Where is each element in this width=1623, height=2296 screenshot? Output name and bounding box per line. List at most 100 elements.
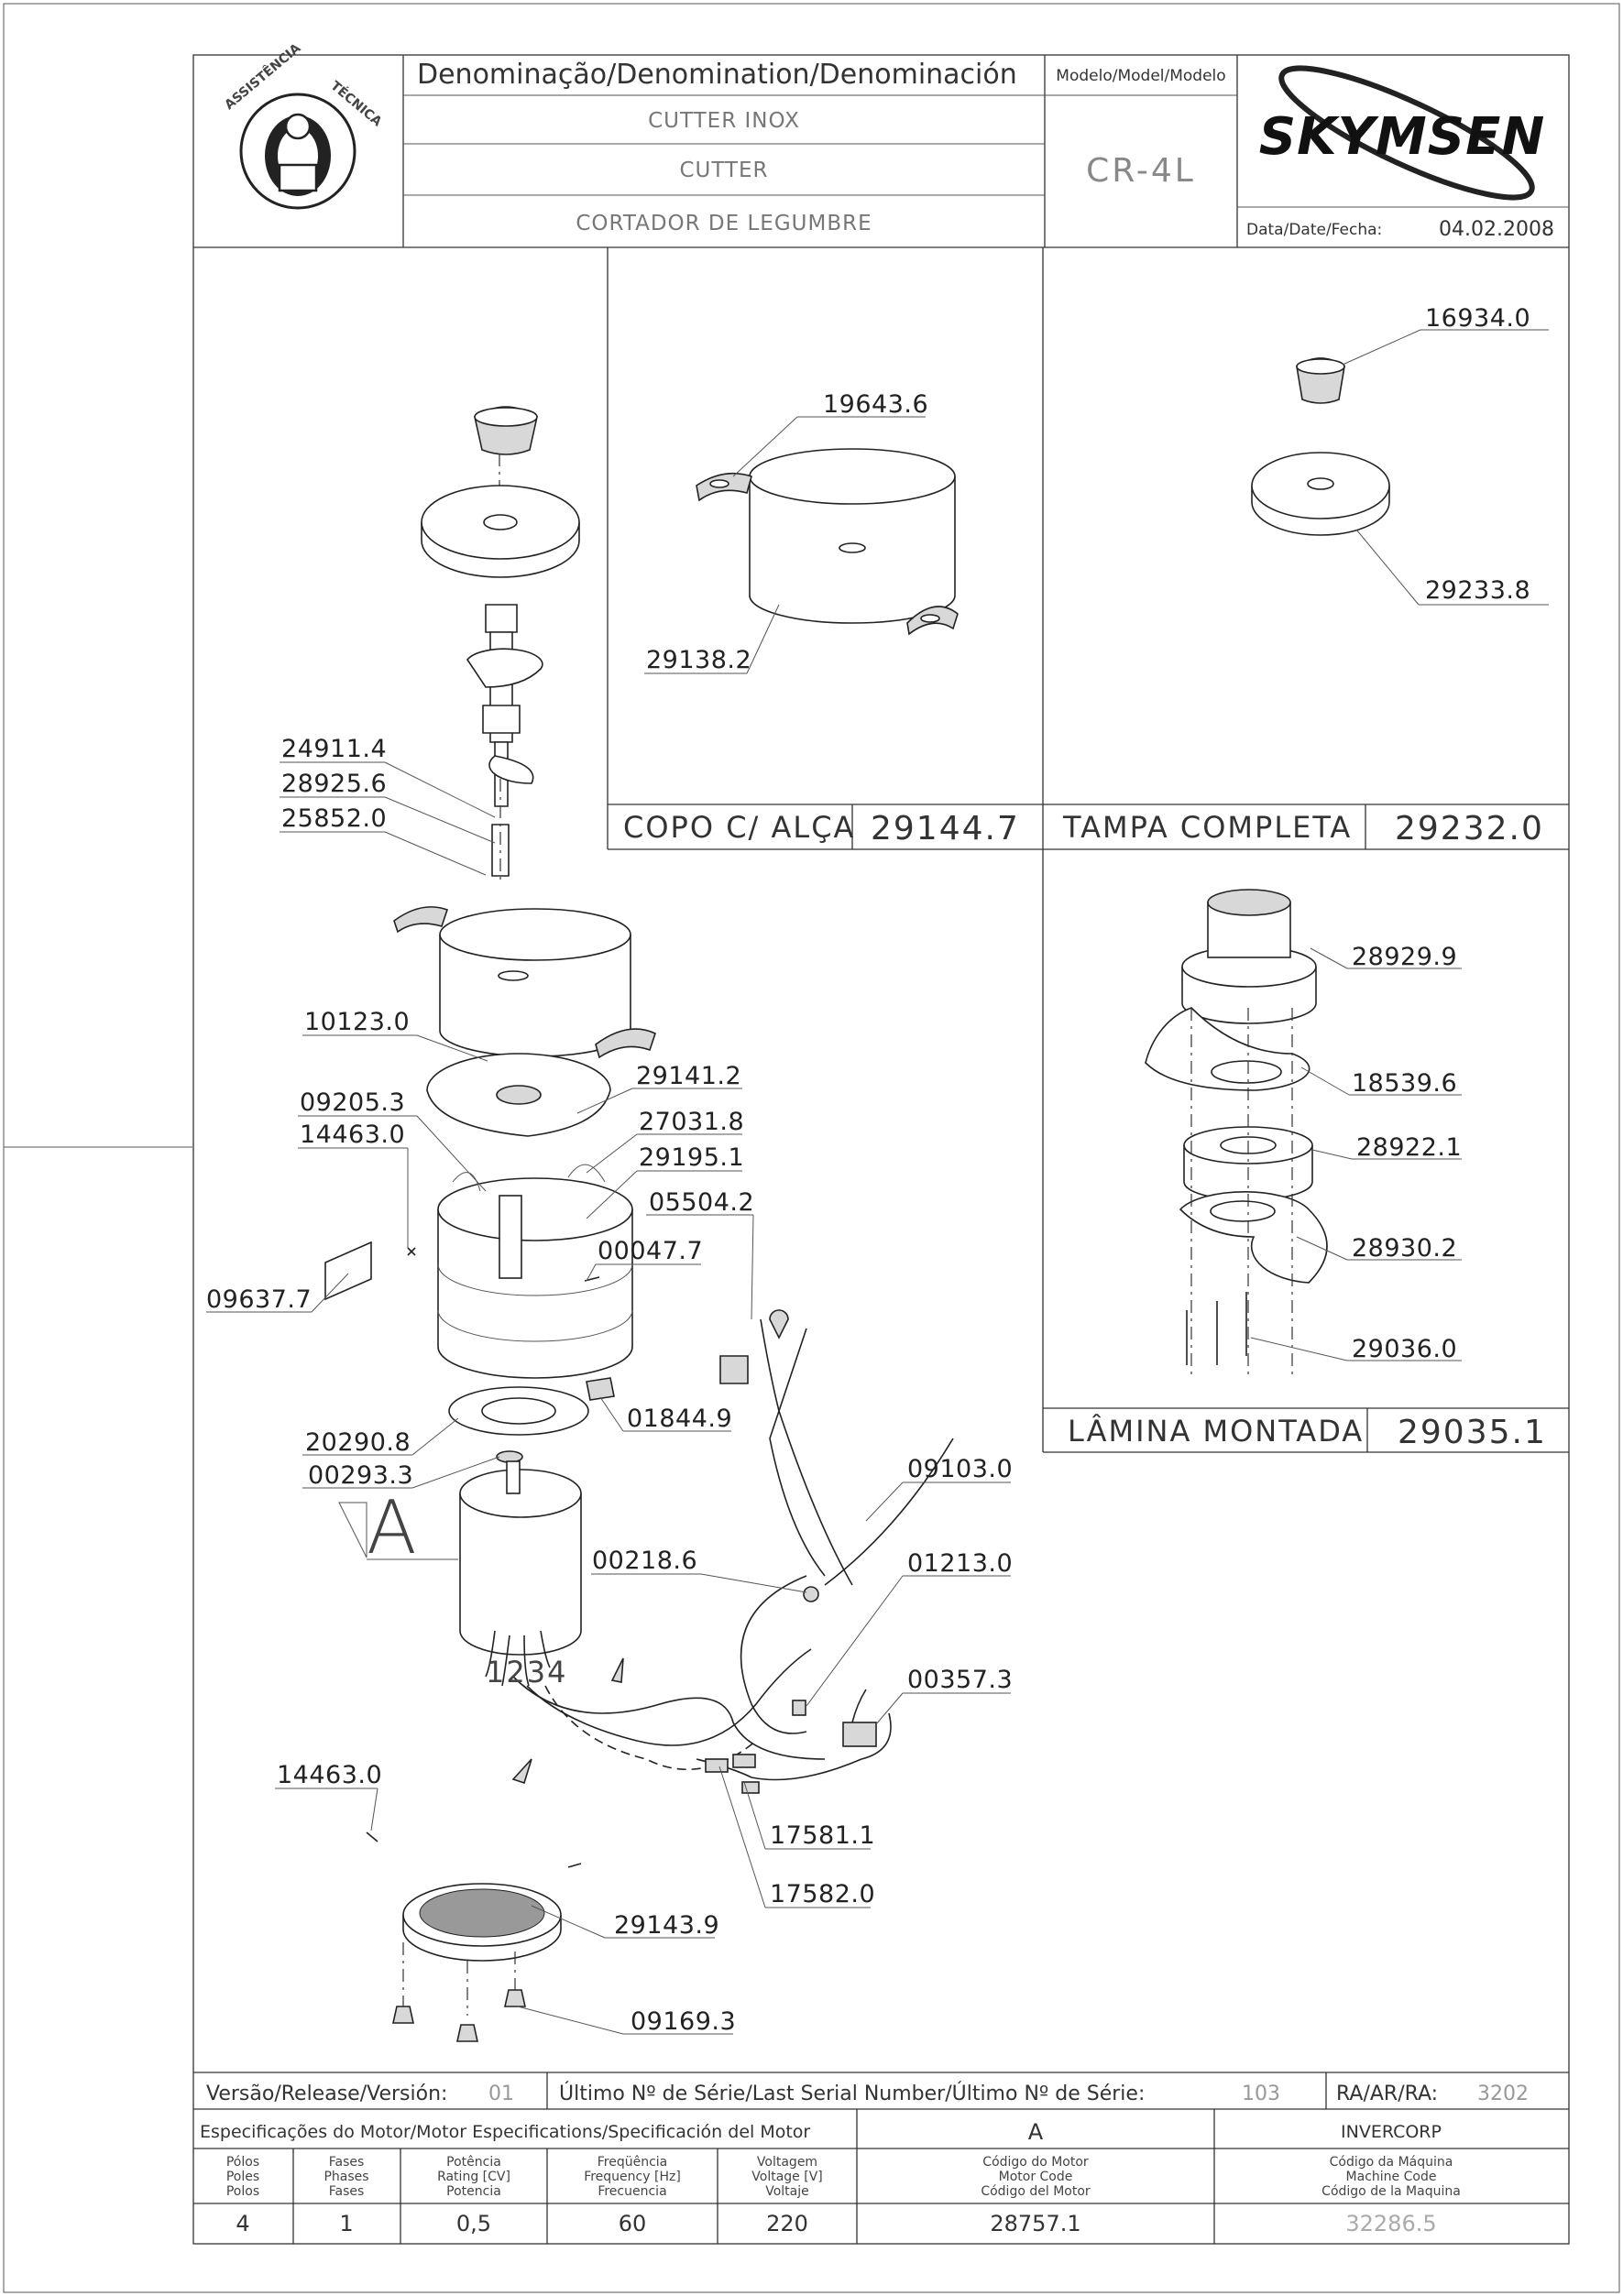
svg-text:Potencia: Potencia (446, 2184, 501, 2199)
part-09637-7: 09637.7 (206, 1285, 312, 1314)
assembly-copo-code: 29144.7 (871, 810, 1020, 847)
copo-drawing (644, 416, 959, 674)
svg-text:ASSISTÊNCIA: ASSISTÊNCIA (222, 40, 304, 113)
rating-value: 0,5 (456, 2211, 491, 2236)
version-value: 01 (488, 2083, 514, 2105)
svg-text:Voltaje: Voltaje (765, 2184, 809, 2199)
svg-text:Código da Máquina: Código da Máquina (1330, 2155, 1453, 2170)
main-exploded-view (206, 406, 1011, 2042)
svg-text:Código del Motor: Código del Motor (981, 2184, 1091, 2199)
part-09103-0: 09103.0 (907, 1455, 1013, 1483)
denomination-en: CUTTER (679, 159, 768, 182)
drawing-frame (192, 54, 1570, 2245)
spec-col-poles: Pólos Poles Polos 4 (226, 2155, 259, 2236)
version-label: Versão/Release/Versión: (206, 2083, 447, 2105)
part-19643-6: 19643.6 (823, 390, 928, 419)
part-25852-0: 25852.0 (281, 804, 387, 833)
denomination-title: Denominação/Denomination/Denominación (417, 59, 1017, 91)
spec-col-motor-code: Código do Motor Motor Code Código del Mo… (981, 2155, 1091, 2236)
part-28929-9: 28929.9 (1352, 943, 1457, 971)
wire-numbers: 1234 (486, 1655, 567, 1689)
part-00218-6: 00218.6 (592, 1547, 697, 1575)
part-00293-3: 00293.3 (308, 1461, 413, 1490)
svg-text:Voltagem: Voltagem (757, 2155, 817, 2170)
part-20290-8: 20290.8 (305, 1428, 411, 1457)
motor-spec-label: Especificações do Motor/Motor Especifica… (200, 2122, 810, 2142)
part-14463-0-side: 14463.0 (300, 1121, 405, 1149)
svg-text:Fases: Fases (329, 2184, 365, 2199)
phases-value: 1 (339, 2211, 353, 2236)
motor-spec-ref: A (1028, 2119, 1044, 2145)
part-29036-0: 29036.0 (1352, 1335, 1457, 1363)
svg-text:Fases: Fases (329, 2155, 365, 2170)
spec-col-phases: Fases Phases Fases 1 (324, 2155, 368, 2236)
svg-text:TÉCNICA: TÉCNICA (327, 78, 385, 129)
part-17581-1: 17581.1 (770, 1821, 875, 1850)
svg-text:Polos: Polos (226, 2184, 259, 2199)
skymsen-logo: SKYMSEN (1259, 65, 1544, 201)
svg-text:Frecuencia: Frecuencia (598, 2184, 666, 2199)
part-29141-2: 29141.2 (636, 1062, 741, 1090)
motor-code-value: 28757.1 (990, 2211, 1080, 2236)
part-17582-0: 17582.0 (770, 1880, 875, 1908)
frequency-value: 60 (619, 2211, 647, 2236)
svg-text:Poles: Poles (226, 2170, 259, 2184)
part-27031-8: 27031.8 (639, 1108, 744, 1136)
part-28922-1: 28922.1 (1356, 1133, 1462, 1162)
part-05504-2: 05504.2 (649, 1188, 754, 1217)
date-value: 04.02.2008 (1439, 218, 1554, 241)
part-00047-7: 00047.7 (598, 1237, 703, 1265)
part-09169-3: 09169.3 (631, 2007, 736, 2036)
ra-value: 3202 (1477, 2083, 1529, 2105)
part-24911-4: 24911.4 (281, 735, 387, 763)
svg-text:Código de la Maquina: Código de la Maquina (1321, 2184, 1461, 2199)
assembly-lamina-label: LÂMINA MONTADA (1068, 1414, 1364, 1449)
model-title: Modelo/Model/Modelo (1056, 67, 1225, 85)
assembly-lamina-code: 29035.1 (1398, 1414, 1547, 1451)
svg-text:Motor Code: Motor Code (999, 2170, 1073, 2184)
part-18539-6: 18539.6 (1352, 1069, 1457, 1098)
svg-text:Potência: Potência (446, 2155, 501, 2170)
part-01844-9: 01844.9 (627, 1405, 732, 1433)
machine-code-value: 32286.5 (1345, 2211, 1436, 2236)
svg-text:Pólos: Pólos (226, 2155, 259, 2170)
page-border (3, 3, 1620, 2293)
part-29143-9: 29143.9 (614, 1911, 719, 1940)
lamina-drawing (1145, 889, 1462, 1374)
serial-value: 103 (1242, 2083, 1280, 2105)
tampa-drawing (1251, 329, 1549, 606)
authorized-service-seal: ASSISTÊNCIA TÉCNICA (222, 40, 385, 210)
assembly-tampa-label: TAMPA COMPLETA (1062, 810, 1352, 845)
part-29138-2: 29138.2 (646, 646, 751, 674)
spec-col-machine-code: Código da Máquina Machine Code Código de… (1321, 2155, 1461, 2236)
denomination-pt: CUTTER INOX (648, 109, 800, 133)
spec-col-voltage: Voltagem Voltage [V] Voltaje 220 (751, 2155, 822, 2236)
motor-maker: INVERCORP (1341, 2122, 1442, 2142)
voltage-value: 220 (766, 2211, 808, 2236)
part-16934-0: 16934.0 (1425, 304, 1530, 333)
model-code: CR-4L (1086, 152, 1196, 190)
ra-label: RA/AR/RA: (1336, 2083, 1438, 2105)
denomination-es: CORTADOR DE LEGUMBRE (576, 212, 872, 235)
part-09205-3: 09205.3 (300, 1088, 405, 1117)
svg-text:Voltage [V]: Voltage [V] (751, 2170, 822, 2184)
svg-text:Código do Motor: Código do Motor (982, 2155, 1089, 2170)
assembly-copo-label: COPO C/ ALÇA (623, 810, 855, 845)
spec-col-rating: Potência Rating [CV] Potencia 0,5 (437, 2155, 510, 2236)
date-label: Data/Date/Fecha: (1246, 221, 1382, 239)
part-00357-3: 00357.3 (907, 1666, 1013, 1694)
part-14463-0-base: 14463.0 (277, 1761, 382, 1789)
title-block: ASSISTÊNCIA TÉCNICA Denominação/Denomina… (193, 40, 1569, 248)
part-10123-0: 10123.0 (304, 1008, 410, 1036)
part-29195-1: 29195.1 (639, 1143, 744, 1172)
sub-panels (607, 247, 1569, 1453)
footer-table (193, 2072, 1569, 2244)
part-28930-2: 28930.2 (1352, 1234, 1457, 1263)
spec-col-frequency: Freqüência Frequency [Hz] Frecuencia 60 (584, 2155, 681, 2236)
part-01213-0: 01213.0 (907, 1549, 1013, 1578)
svg-text:Freqüência: Freqüência (598, 2155, 668, 2170)
svg-text:Phases: Phases (324, 2170, 368, 2184)
part-29233-8: 29233.8 (1425, 576, 1530, 605)
assembly-tampa-code: 29232.0 (1395, 810, 1544, 847)
part-28925-6: 28925.6 (281, 770, 387, 798)
